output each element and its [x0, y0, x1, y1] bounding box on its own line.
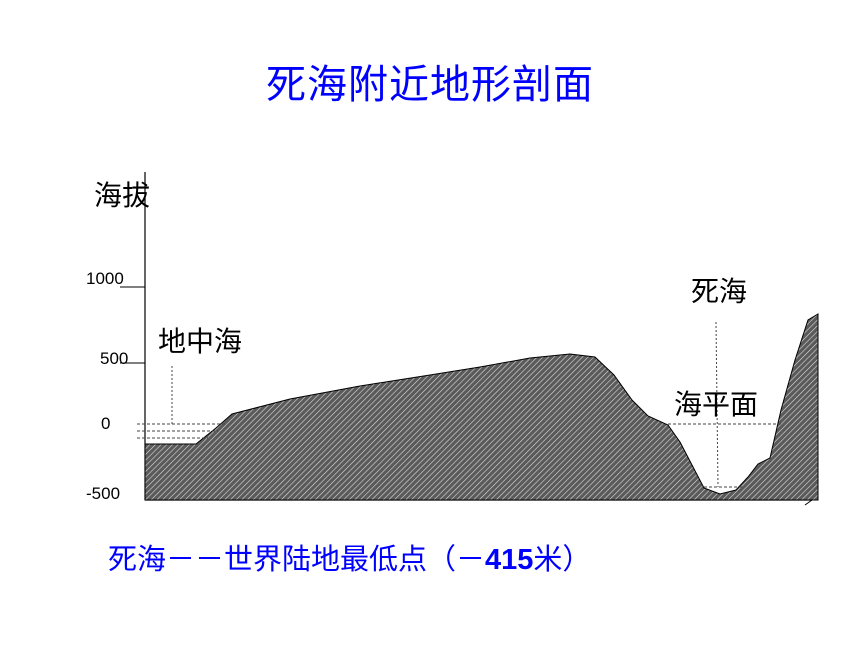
- y-axis-label: 海拔: [94, 179, 151, 212]
- tick-label-minus-500: -500: [86, 484, 121, 503]
- dead-sea-leader-line: [715, 321, 719, 488]
- page-title: 死海附近地形剖面: [266, 62, 594, 108]
- x-axis-arrow: [804, 499, 813, 506]
- tick-label-0: 0: [101, 414, 111, 433]
- caption-prefix: 死海－－世界陆地最低点（－: [108, 542, 486, 576]
- tick-label-500: 500: [100, 349, 129, 368]
- dead-sea-label: 死海: [691, 275, 748, 308]
- caption: 死海－－世界陆地最低点（－415米）: [108, 536, 591, 578]
- mediterranean-label: 地中海: [158, 325, 243, 358]
- caption-suffix: 米）: [533, 542, 592, 576]
- sea-level-label: 海平面: [674, 388, 759, 421]
- caption-depth-value: 415: [485, 544, 534, 576]
- terrain-profile: [144, 313, 819, 501]
- tick-label-1000: 1000: [86, 269, 124, 288]
